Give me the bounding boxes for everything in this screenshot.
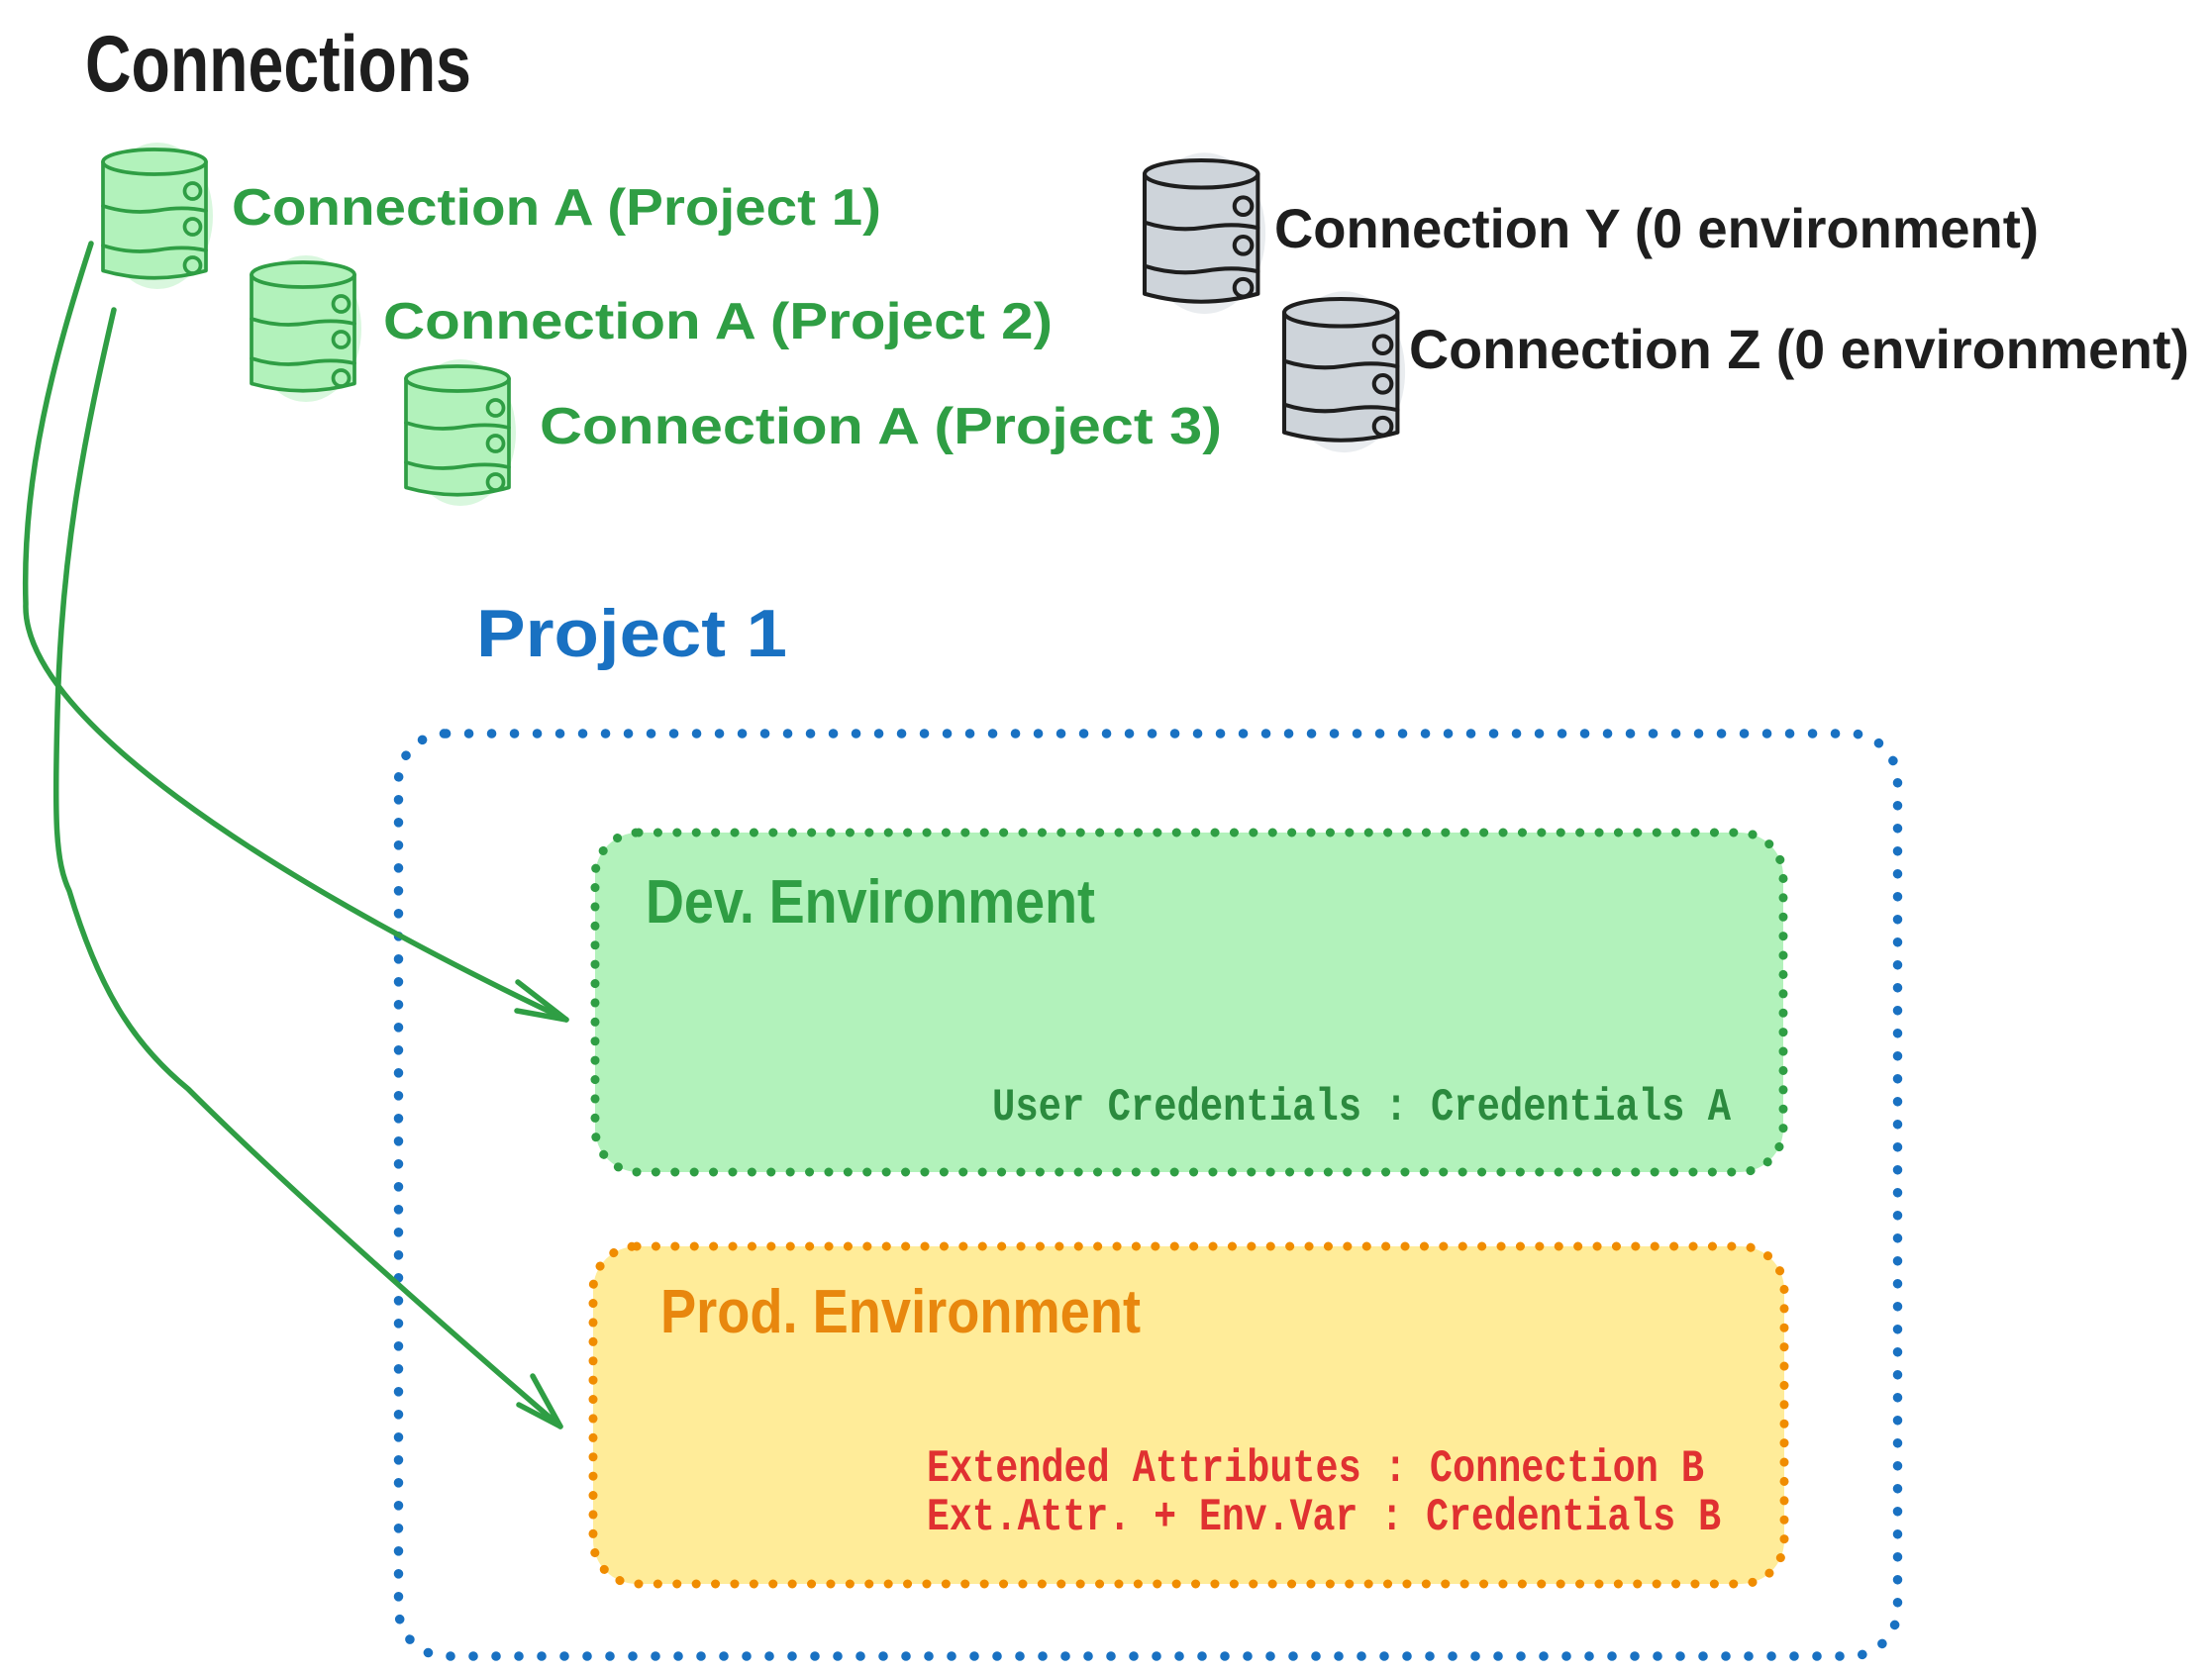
svg-text:Ext.Attr. + Env.Var : Credenti: Ext.Attr. + Env.Var : Credentials B bbox=[927, 1492, 1721, 1543]
svg-text:Connection Z (0 environment): Connection Z (0 environment) bbox=[1409, 318, 2189, 380]
svg-text:Project 1: Project 1 bbox=[476, 596, 787, 671]
svg-text:User Credentials : Credentials: User Credentials : Credentials A bbox=[992, 1082, 1731, 1133]
svg-text:Connection A (Project 2): Connection A (Project 2) bbox=[383, 293, 1053, 350]
svg-text:Connection Y (0 environment): Connection Y (0 environment) bbox=[1274, 197, 2039, 259]
svg-text:Dev. Environment: Dev. Environment bbox=[646, 868, 1095, 936]
svg-text:Connection A (Project 3): Connection A (Project 3) bbox=[540, 398, 1222, 455]
svg-text:Prod. Environment: Prod. Environment bbox=[660, 1278, 1141, 1346]
svg-text:Connection A (Project 1): Connection A (Project 1) bbox=[232, 179, 881, 237]
svg-text:Extended Attributes : Connecti: Extended Attributes : Connection B bbox=[927, 1443, 1704, 1495]
svg-text:Connections: Connections bbox=[85, 20, 471, 109]
